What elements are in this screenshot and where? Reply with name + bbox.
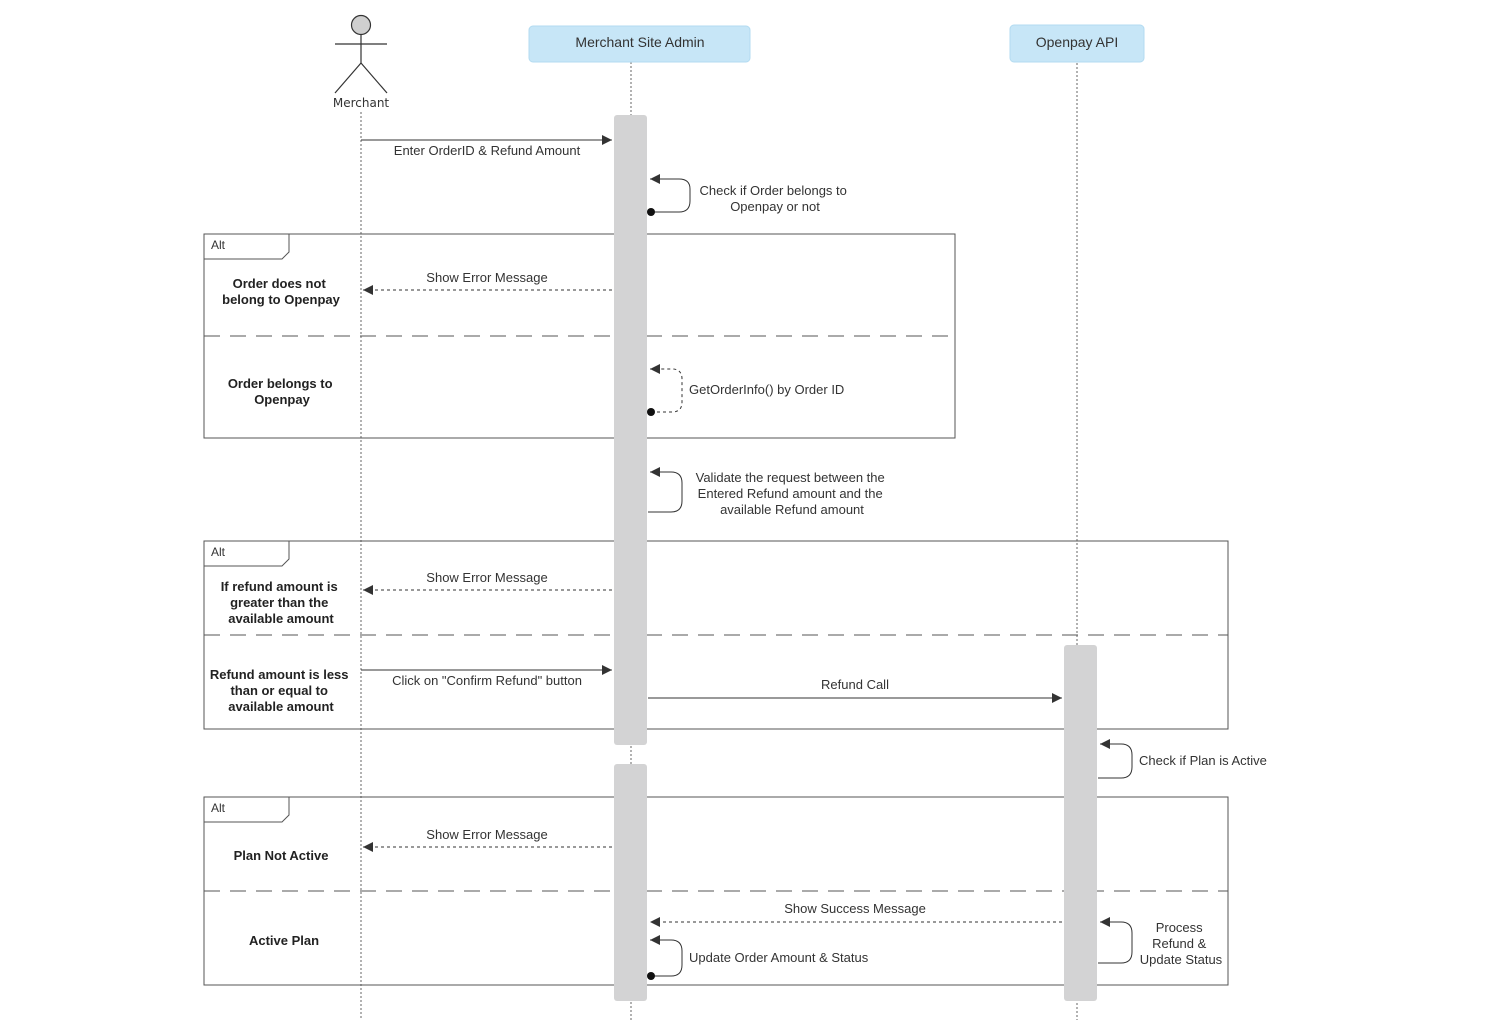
self-message-get-order-info: GetOrderInfo() by Order ID — [647, 364, 844, 416]
alt-condition: If refund amount is greater than the ava… — [221, 579, 342, 626]
message-error-3: Show Error Message — [363, 827, 612, 852]
self-message-check-plan: Check if Plan is Active — [1098, 739, 1267, 779]
message-error-1: Show Error Message — [363, 270, 612, 295]
message-label: Process Refund & Update Status — [1140, 920, 1223, 967]
api-activation-bar — [1064, 645, 1097, 1001]
alt-fragment-2: Alt If refund amount is greater than the… — [203, 540, 1229, 730]
self-message-check-order: Check if Order belongs to Openpay or not — [647, 174, 850, 216]
admin-label: Merchant Site Admin — [575, 34, 704, 50]
message-label: Refund Call — [821, 677, 889, 692]
message-error-2: Show Error Message — [363, 570, 612, 595]
message-label: Update Order Amount & Status — [689, 950, 869, 965]
message-label: Show Error Message — [426, 270, 547, 285]
message-label: Show Error Message — [426, 570, 547, 585]
message-enter-order: Enter OrderID & Refund Amount — [361, 135, 612, 158]
self-message-update-order: Update Order Amount & Status — [647, 935, 869, 980]
message-label: GetOrderInfo() by Order ID — [689, 382, 844, 397]
alt-tag: Alt — [211, 238, 226, 252]
message-refund-call: Refund Call — [648, 677, 1062, 703]
alt-fragment-3: Alt Plan Not Active Active Plan — [203, 796, 1229, 986]
alt-condition: Plan Not Active — [234, 848, 329, 863]
message-label: Validate the request between the Entered… — [696, 470, 889, 517]
admin-participant: Merchant Site Admin — [528, 25, 751, 63]
message-success: Show Success Message — [650, 901, 1062, 927]
message-label: Show Error Message — [426, 827, 547, 842]
api-participant: Openpay API — [1009, 24, 1145, 63]
alt-condition: Refund amount is less than or equal to a… — [210, 667, 352, 714]
message-label: Show Success Message — [784, 901, 926, 916]
message-confirm-refund: Click on "Confirm Refund" button — [361, 665, 612, 688]
alt-condition: Order does not belong to Openpay — [222, 276, 340, 307]
alt-fragment-1: Alt Order does not belong to Openpay Ord… — [203, 233, 956, 439]
api-label: Openpay API — [1036, 34, 1119, 50]
message-label: Click on "Confirm Refund" button — [392, 673, 582, 688]
alt-condition: Order belongs to Openpay — [228, 376, 336, 407]
stick-figure-icon — [334, 14, 388, 94]
merchant-label: Merchant — [333, 96, 390, 110]
self-message-process-refund: Process Refund & Update Status — [1098, 917, 1223, 967]
alt-condition: Active Plan — [249, 933, 319, 948]
message-label: Check if Plan is Active — [1139, 753, 1267, 768]
alt-tag: Alt — [211, 545, 226, 559]
merchant-actor: Merchant — [333, 14, 390, 110]
self-message-validate: Validate the request between the Entered… — [648, 467, 889, 517]
admin-activation-bar — [614, 115, 647, 745]
admin-activation-bar — [614, 764, 647, 1001]
alt-tag: Alt — [211, 801, 226, 815]
message-label: Enter OrderID & Refund Amount — [394, 143, 581, 158]
message-label: Check if Order belongs to Openpay or not — [699, 183, 850, 214]
